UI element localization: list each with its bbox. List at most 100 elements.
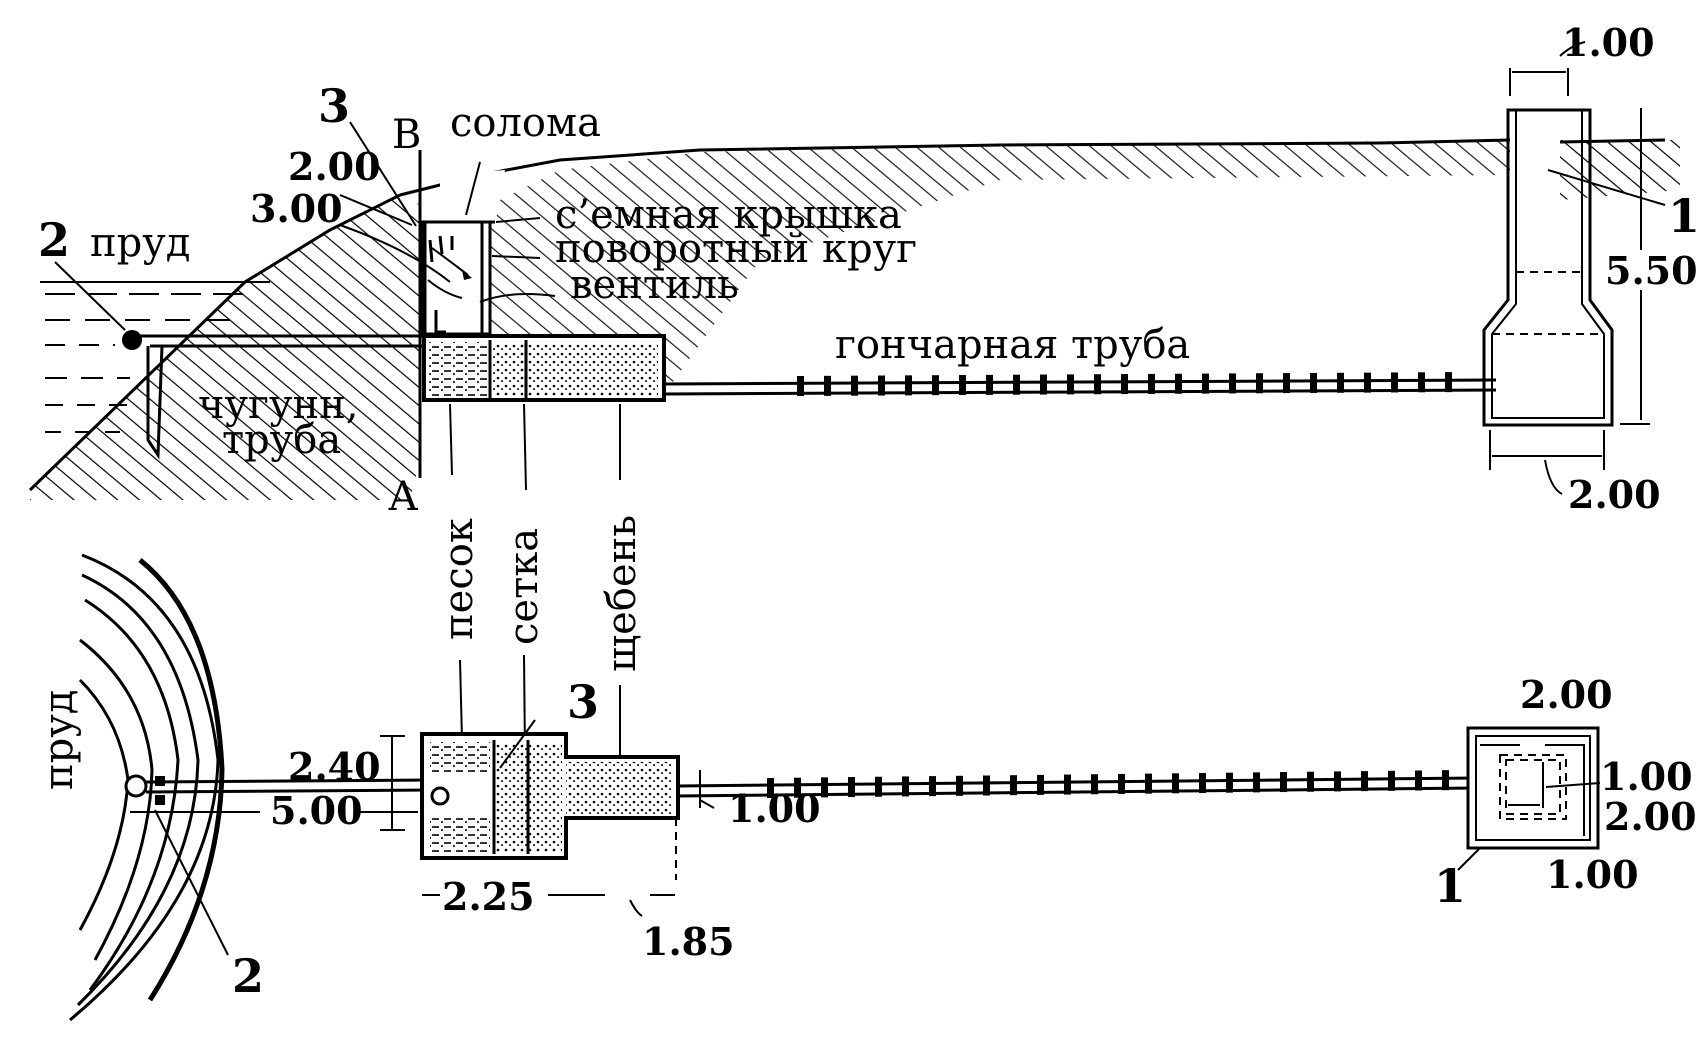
pipe-joint — [1013, 374, 1020, 395]
pipe-joint — [1121, 374, 1128, 395]
filter-marker-section: 3 — [318, 79, 350, 133]
slope-upper-dimension: 2.00 — [288, 144, 381, 189]
pipe-joint — [1148, 373, 1155, 394]
plan-view: пруд 2 2.40 5.00 3 2.25 1.85 1.00 2.00 1… — [36, 553, 1697, 1022]
section-leaders — [54, 121, 621, 491]
pipe-joint — [929, 776, 936, 797]
pond-label-section: пруд — [90, 220, 190, 266]
pipe-joint — [1199, 772, 1206, 793]
material-labels: песок сетка щебень — [436, 515, 645, 856]
pipe-joint — [1256, 373, 1263, 394]
pipe-joint — [875, 776, 882, 797]
pipe-joint — [1040, 374, 1047, 395]
pipe-joint — [1145, 773, 1152, 794]
pond-label-plan: пруд — [36, 690, 82, 790]
mesh-label: сетка — [501, 528, 547, 645]
dam-slope-line — [28, 193, 401, 492]
pipe-joint — [1415, 770, 1422, 791]
pipe-joint — [1067, 374, 1074, 395]
valve-label: вентиль — [570, 262, 739, 308]
pipe-joint — [824, 375, 831, 396]
well-dimensions — [1489, 41, 1666, 495]
pipe-joint — [932, 375, 939, 396]
pipe-length-dimension: 5.00 — [270, 788, 363, 833]
pipe-joint — [1010, 775, 1017, 796]
pond-marker-plan: 2 — [232, 949, 264, 1003]
pipe-joint — [1334, 771, 1341, 792]
pipe-joint — [1064, 774, 1071, 795]
filter-height-dimension: 2.40 — [288, 744, 381, 789]
pipe-joint — [1118, 773, 1125, 794]
cast-iron-pipe-label-line2: труба — [222, 417, 341, 463]
well-outer-height-dimension: 2.00 — [1604, 794, 1697, 839]
pipe-offset-dimension: 1.00 — [728, 786, 821, 831]
pipe-joint — [959, 375, 966, 396]
removable-lid-label: с’емная крышка — [555, 192, 902, 238]
pipe-joint — [1094, 374, 1101, 395]
chamber-length-dimension: 2.25 — [442, 874, 535, 919]
pipe-joint — [1226, 772, 1233, 793]
pipe-joint — [1361, 771, 1368, 792]
clay-pipe-label: гончарная труба — [835, 322, 1190, 368]
pipe-joint — [1307, 771, 1314, 792]
point-b-label: В — [392, 112, 421, 158]
pipe-joint — [1229, 373, 1236, 394]
straw-fill — [440, 170, 505, 225]
pipe-joint — [1364, 372, 1371, 393]
clay-pipe-section — [663, 372, 1497, 396]
gravel-label: щебень — [599, 515, 645, 672]
pipe-joint — [821, 777, 828, 798]
straw-label: солома — [450, 100, 601, 146]
well-inner-width-dimension: 1.00 — [1600, 754, 1693, 799]
pipe-joint — [1310, 372, 1317, 393]
pipe-joint — [902, 776, 909, 797]
section-view: 2 пруд 3 В солома 2.00 3.00 с’емная крыш… — [28, 20, 1698, 520]
pipe-joint — [983, 775, 990, 796]
pipe-joint — [1337, 372, 1344, 393]
pipe-joint — [797, 376, 804, 396]
turning-wheel-label: поворотный круг — [555, 226, 917, 272]
clay-pipe-plan — [677, 770, 1479, 798]
pipe-joint — [1445, 372, 1452, 393]
pipe-joint — [1202, 373, 1209, 394]
well-marker-section: 1 — [1668, 189, 1698, 243]
gravel-length-dimension: 1.85 — [642, 919, 735, 964]
filter-marker-plan: 3 — [567, 675, 599, 729]
ground-surface-right — [1559, 138, 1666, 144]
point-a-label: А — [388, 474, 418, 520]
well-top-width-dimension: 1.00 — [1562, 20, 1655, 65]
pipe-joint — [767, 778, 774, 798]
pipe-joint — [1280, 772, 1287, 793]
pipe-joint — [1283, 373, 1290, 394]
pond-marker-section: 2 — [38, 213, 70, 267]
pipe-joint — [956, 775, 963, 796]
pipe-joint — [905, 375, 912, 396]
pipe-joint — [794, 777, 801, 798]
intake-head-icon — [122, 330, 142, 350]
pipe-joint — [1172, 773, 1179, 794]
slope-lower-dimension: 3.00 — [250, 186, 343, 231]
filter-chamber-plan — [420, 732, 680, 860]
ground-hatch — [480, 140, 1510, 400]
pipe-joint — [848, 777, 855, 798]
sand-label: песок — [436, 518, 482, 640]
pipe-joint — [1091, 774, 1098, 795]
pipe-joint — [851, 375, 858, 396]
well-outer-width-dimension: 2.00 — [1520, 672, 1613, 717]
pipe-joint — [1388, 770, 1395, 791]
pipe-joint — [1418, 372, 1425, 393]
well-bottom-width-dimension: 2.00 — [1568, 472, 1661, 517]
pipe-joint — [878, 375, 885, 396]
well-marker-plan: 1 — [1434, 859, 1466, 913]
cast-iron-pipe-label-line1: чугунн, — [198, 382, 359, 428]
intake-head-plan-icon — [124, 774, 148, 798]
pipe-joint — [1037, 774, 1044, 795]
filter-chamber-section — [422, 334, 666, 402]
intake-pipe-plan — [124, 774, 431, 805]
pipe-joint — [1175, 373, 1182, 394]
pipe-joint — [1442, 770, 1449, 791]
plan-dimensions — [130, 719, 715, 956]
well-plan — [1457, 726, 1601, 871]
well-inner-height-dimension: 1.00 — [1546, 852, 1639, 897]
well-height-dimension: 5.50 — [1605, 248, 1698, 293]
